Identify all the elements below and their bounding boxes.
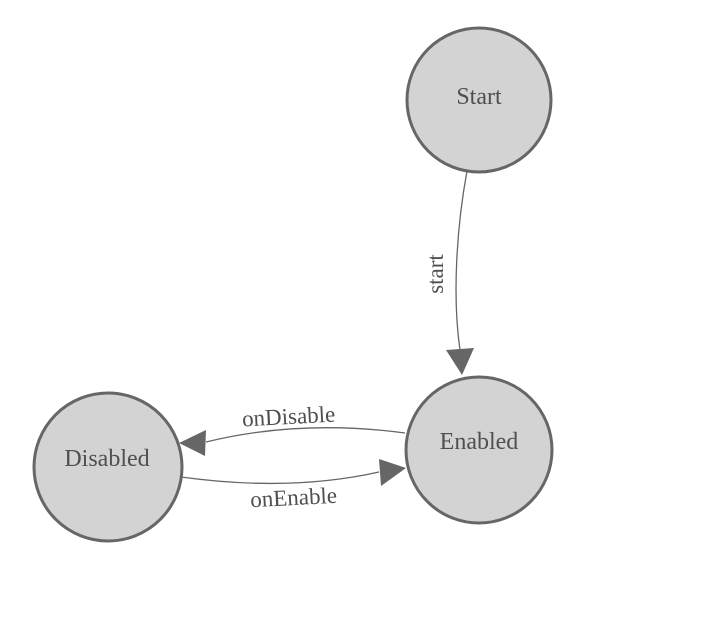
state-circle[interactable] [405, 26, 553, 174]
edge-line [180, 471, 380, 485]
arrowhead-icon [179, 430, 206, 456]
arrowhead-icon [379, 459, 406, 486]
state-circle[interactable] [404, 375, 554, 525]
edge-disabled-to-enabled: onEnable [180, 459, 406, 513]
state-node-enabled[interactable]: Enabled [404, 375, 554, 525]
edge-label-ondisable: onDisable [241, 402, 335, 432]
state-label-disabled: Disabled [64, 446, 149, 472]
edge-label-onenable: onEnable [250, 483, 338, 513]
state-node-disabled[interactable]: Disabled [32, 391, 184, 543]
state-circle[interactable] [32, 391, 184, 543]
arrowhead-icon [446, 348, 474, 375]
edge-line [455, 170, 468, 351]
edge-label-start: start [423, 254, 448, 294]
state-label-start: Start [456, 84, 502, 110]
state-label-enabled: Enabled [440, 429, 519, 455]
state-node-start[interactable]: Start [405, 26, 553, 174]
edge-start-to-enabled: start [423, 170, 474, 375]
edge-line [205, 427, 406, 443]
edge-enabled-to-disabled: onDisable [179, 402, 406, 456]
